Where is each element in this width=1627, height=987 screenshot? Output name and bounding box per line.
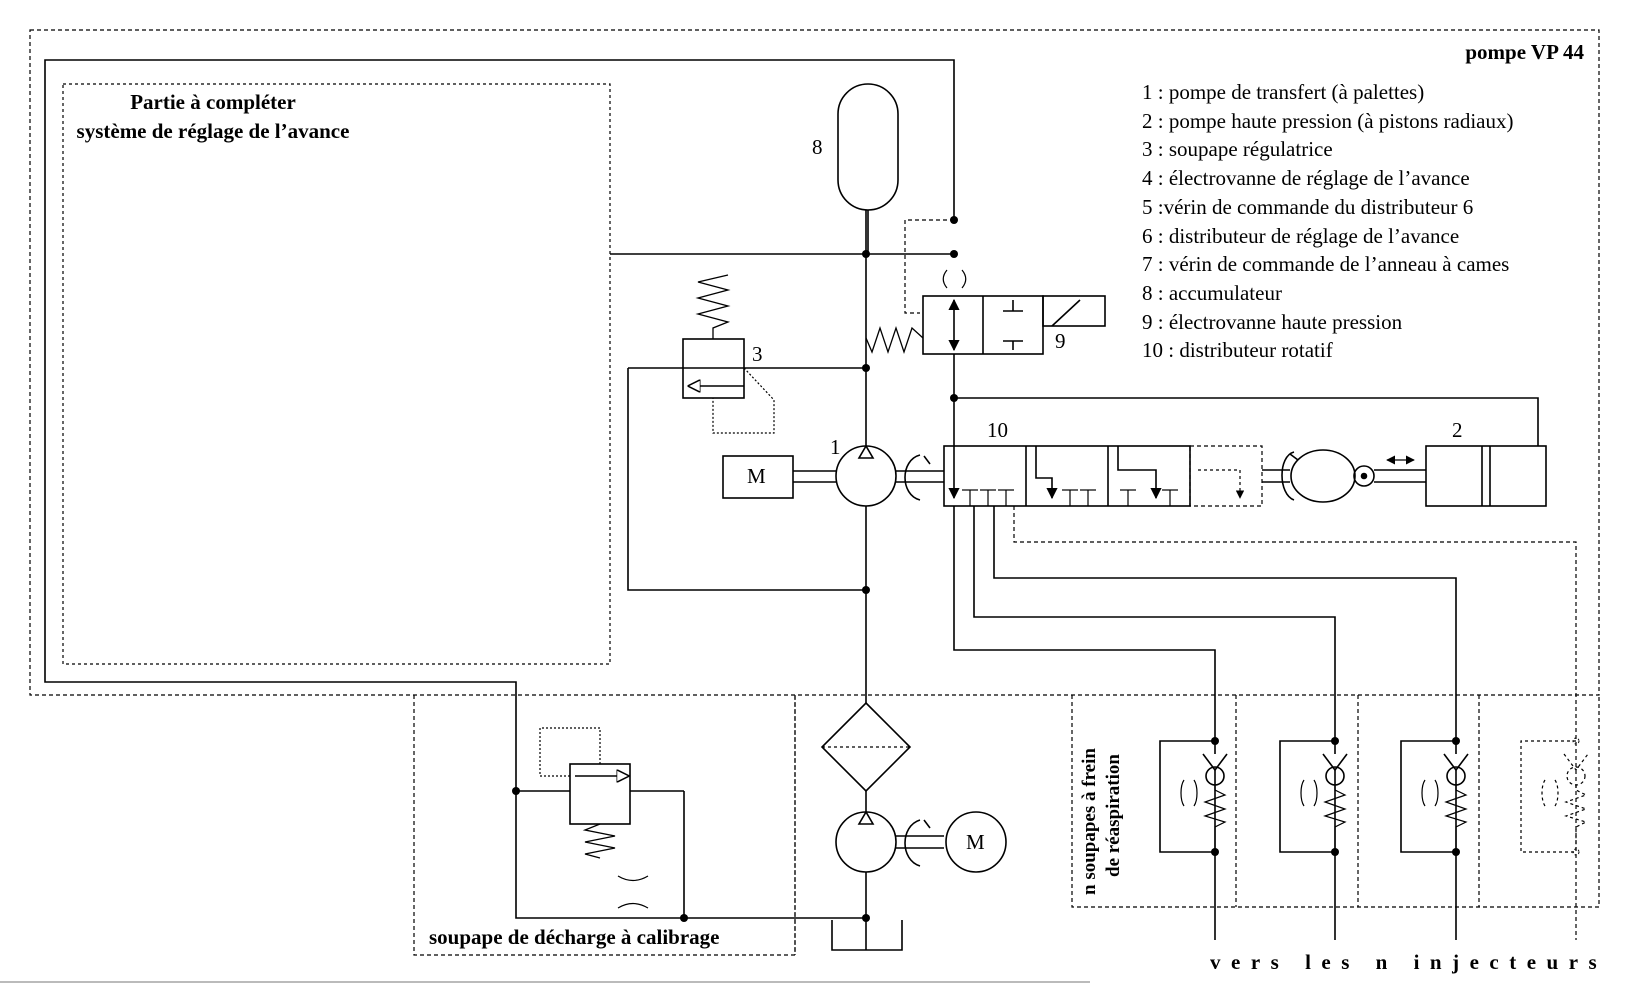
relief-valve-label: soupape de décharge à calibrage (429, 925, 720, 949)
label-component-8: 8 (812, 135, 823, 159)
legend-item: 5 :vérin de commande du distributeur 6 (1142, 194, 1474, 219)
relief-valve (569, 763, 631, 825)
area-label-line1: Partie à compléter (130, 90, 296, 114)
relief-valve-box (413, 695, 796, 956)
return-line (44, 59, 955, 919)
check-valve-n (1520, 740, 1589, 853)
valves-section-label: n soupapes à frein de réaspiration (1078, 748, 1126, 895)
tank (831, 920, 903, 951)
legend-item: 7 : vérin de commande de l’anneau à came… (1142, 252, 1510, 277)
hp-pump-cylinder (1425, 445, 1547, 507)
area-to-complete-label: Partie à compléter système de réglage de… (63, 88, 363, 146)
footer-injectors-label: vers les n injecteurs (1210, 950, 1608, 974)
valves-label-line2: de réaspiration (1103, 754, 1124, 877)
check-valve-1 (1159, 740, 1228, 853)
label-component-9: 9 (1055, 329, 1066, 353)
rotary-distributor (943, 445, 1191, 507)
area-label-line2: système de réglage de l’avance (76, 119, 350, 143)
label-component-2: 2 (1452, 418, 1463, 442)
accumulator (837, 83, 899, 211)
cam-ring (1290, 449, 1356, 503)
legend-item: 1 : pompe de transfert (à palettes) (1142, 80, 1425, 104)
legend-item: 9 : électrovanne haute pression (1142, 309, 1403, 334)
motor-top (722, 455, 794, 499)
area-to-complete (62, 83, 611, 665)
legend-item: 6 : distributeur de réglage de l’avance (1142, 223, 1460, 248)
diagram-title: pompe VP 44 (1465, 40, 1584, 64)
legend: 1 : pompe de transfert (à palettes) 2 : … (1142, 78, 1514, 365)
check-valve-3 (1400, 740, 1469, 853)
legend-item: 10 : distributeur rotatif (1142, 338, 1333, 363)
pump-frame (29, 29, 1600, 696)
label-component-3: 3 (752, 342, 763, 366)
check-valve-2 (1279, 740, 1348, 853)
valves-box (1071, 695, 1600, 908)
motor-top-label: M (747, 464, 766, 488)
motor-bottom-label: M (966, 830, 985, 854)
valves-label-line1: n soupapes à frein (1079, 748, 1100, 895)
legend-item: 8 : accumulateur (1142, 280, 1282, 305)
motor-bottom (945, 811, 1007, 873)
filter (820, 701, 912, 793)
label-component-1: 1 (830, 435, 841, 459)
legend-item: 3 : soupape régulatrice (1142, 137, 1333, 162)
label-component-10: 10 (987, 418, 1008, 442)
legend-item: 2 : pompe haute pression (à pistons radi… (1142, 108, 1514, 133)
legend-item: 4 : électrovanne de réglage de l’avance (1142, 166, 1470, 191)
